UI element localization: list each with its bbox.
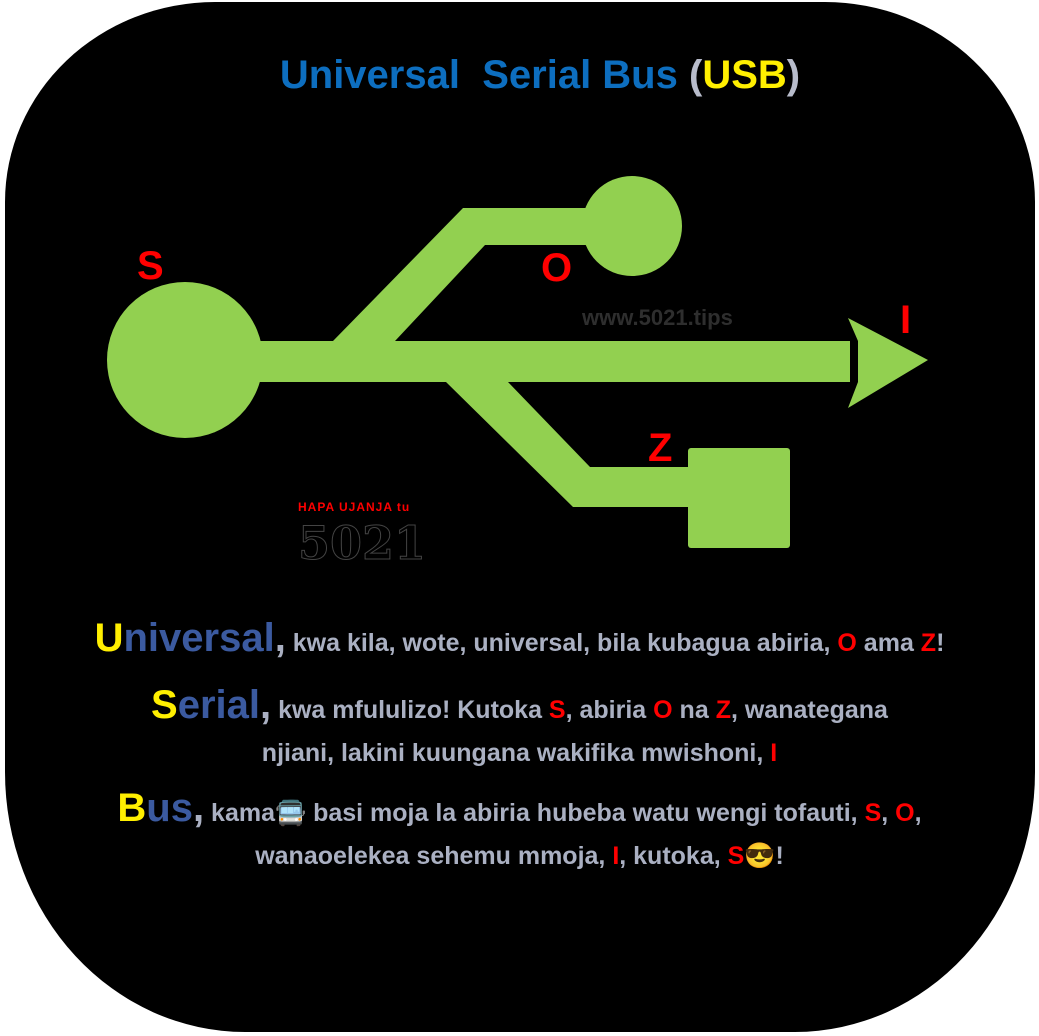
- watermark: www.5021.tips: [582, 305, 733, 330]
- bus-line: Bus, kama🚍 basi moja la abiria hubeba wa…: [117, 786, 922, 830]
- universal-line: Universal, kwa kila, wote, universal, bi…: [94, 616, 945, 660]
- logo-tagline: HAPA UJANJA tu: [298, 500, 411, 514]
- label-i: I: [900, 298, 912, 342]
- usb-upper-branch: [333, 208, 590, 341]
- label-z: Z: [648, 426, 673, 470]
- usb-main-stem: [250, 341, 850, 382]
- logo-5021: HAPA UJANJA tu 5021: [297, 500, 427, 571]
- serial-line-2: njiani, lakini kuungana wakifika mwishon…: [261, 739, 778, 767]
- label-o: O: [541, 246, 573, 290]
- usb-lower-square: [688, 448, 790, 548]
- usb-upper-circle: [582, 176, 682, 276]
- serial-line: Serial, kwa mfululizo! Kutoka S, abiria …: [151, 683, 888, 727]
- label-s: S: [137, 244, 164, 288]
- usb-source-circle: [107, 282, 263, 438]
- usb-arrow-head: [848, 318, 928, 408]
- bus-line-2: wanaoelekea sehemu mmoja, I, kutoka, S😎!: [255, 842, 784, 870]
- black-rounded-background: [5, 2, 1035, 1032]
- bus-emoji-icon: 🚍: [275, 799, 307, 827]
- page-title: Universal Serial Bus (USB): [279, 53, 801, 97]
- logo-number: 5021: [297, 516, 427, 571]
- usb-lower-branch: [446, 382, 690, 507]
- sunglasses-emoji-icon: 😎: [744, 842, 776, 870]
